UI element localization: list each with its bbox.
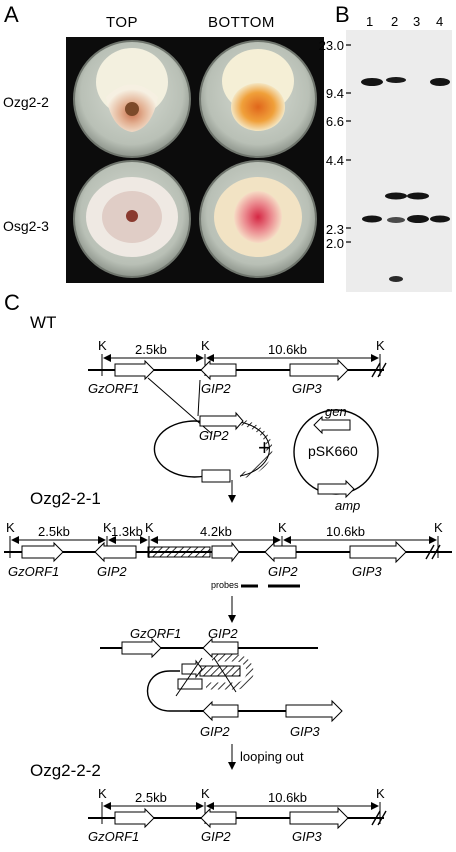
final-gip2-arrow [200,807,237,829]
final-gip2-label: GIP2 [201,829,231,844]
plus-sign: + [258,435,271,460]
gen-label: gen [325,404,347,419]
band-lane1-small [362,215,382,223]
band-lane2-large [386,77,406,83]
mid-len-2-5: 2.5kb [38,524,70,539]
loop-gip3-label: GIP3 [290,724,320,739]
petri-plate-photo [66,37,324,283]
loop-gip2-bottom-label: GIP2 [200,724,230,739]
wt-len-10-6: 10.6kb [268,342,307,357]
band-lane2-small [387,217,405,223]
wt-len-2-5: 2.5kb [135,342,167,357]
loop-gip2-top-label: GIP2 [208,626,238,641]
band-lane4-large [430,78,450,86]
lane-label-1: 1 [366,14,374,29]
mid-gip2b-label: GIP2 [268,564,298,579]
row-label-osg2-3: Osg2-3 [3,218,49,234]
mid-len-4-2: 4.2kb [200,524,232,539]
marker-6-6: 6.6 [325,114,344,129]
vector-gip2-label: GIP2 [199,428,229,443]
plate-ozg2-2-top [73,40,191,158]
panel-a-letter: A [4,2,19,27]
wt-title: WT [30,313,56,332]
final-len-10-6: 10.6kb [268,790,307,805]
mid-gip3-arrow [349,540,407,564]
lane-label-3: 3 [413,14,421,29]
wt-k2: K [201,338,210,353]
mid-gip3-label: GIP3 [352,564,382,579]
final-k3: K [376,786,385,801]
band-lane1-large [361,78,383,86]
wt-k3: K [376,338,385,353]
lane-label-4: 4 [436,14,444,29]
final-len-2-5: 2.5kb [135,790,167,805]
final-k1: K [98,786,107,801]
band-lane2-mid [385,192,407,200]
wt-gip2-label: GIP2 [201,381,231,396]
lane-label-2: 2 [391,14,399,29]
mid-k5: K [434,520,443,535]
final-gzorf1-label: GzORF1 [88,829,139,844]
mid-vector-arrow [211,541,240,563]
plasmid-name: pSK660 [308,443,358,459]
final-k2: K [201,786,210,801]
loop-gzorf1-label: GzORF1 [130,626,181,641]
marker-2-3: 2.3 [325,222,344,237]
marker-9-4: 9.4 [325,86,344,101]
panel-c-letter: C [4,290,20,315]
mid-len-10-6: 10.6kb [326,524,365,539]
wt-gip3-label: GIP3 [292,381,322,396]
column-label-bottom: BOTTOM [208,14,275,31]
final-gip3-label: GIP3 [292,829,322,844]
southern-blot [346,30,452,292]
mid-gip2a-arrow [94,541,137,563]
plate-ozg2-2-bottom [199,40,317,158]
wt-gip3-arrow [289,358,349,382]
final-gip3-arrow [289,806,349,830]
mid-gzorf1-label: GzORF1 [8,564,59,579]
wt-gzorf1-label: GzORF1 [88,381,139,396]
band-lane3-mid [407,192,429,200]
wt-k1: K [98,338,107,353]
marker-4-4: 4.4 [325,153,344,168]
amp-label: amp [335,498,360,513]
mid-k1: K [6,520,15,535]
plate-osg2-3-bottom [199,160,317,278]
marker-23-0: 23.0 [318,38,344,53]
mid-gzorf1-arrow [21,541,64,563]
mid-len-1-3: 1.3kb [111,524,143,539]
column-label-top: TOP [106,14,139,31]
probes-label: probes [211,580,239,590]
mid-gip2b-arrow [264,541,297,563]
mid-hatched-insert [147,546,211,558]
disruption-vector: GIP2 [153,411,273,483]
final-title: Ozg2-2-2 [30,761,101,780]
marker-2-0: 2.0 [325,236,344,251]
row-label-ozg2-2: Ozg2-2 [3,94,49,110]
band-lane3-small [407,215,429,223]
construct-diagram: WT K K K 2.5kb 10.6kb GzORF1 GIP2 GIP3 G… [4,313,452,844]
mid-k3: K [145,520,154,535]
mid-k2: K [103,520,112,535]
pSK660-plasmid: gen pSK660 amp [293,404,379,513]
mid-title: Ozg2-2-1 [30,489,101,508]
loop-structure: GzORF1 GIP2 GIP2 GIP3 [100,626,343,739]
mid-gip2a-label: GIP2 [97,564,127,579]
wt-gip2-arrow [200,359,237,381]
panel-b-letter: B [335,2,350,27]
final-gzorf1-arrow [114,807,155,829]
band-lane2-bottom [389,276,403,282]
wt-gzorf1-arrow [114,359,155,381]
band-lane4-small [430,215,450,223]
mid-k4: K [278,520,287,535]
plate-osg2-3-top [73,160,191,278]
looping-out-label: looping out [240,749,304,764]
